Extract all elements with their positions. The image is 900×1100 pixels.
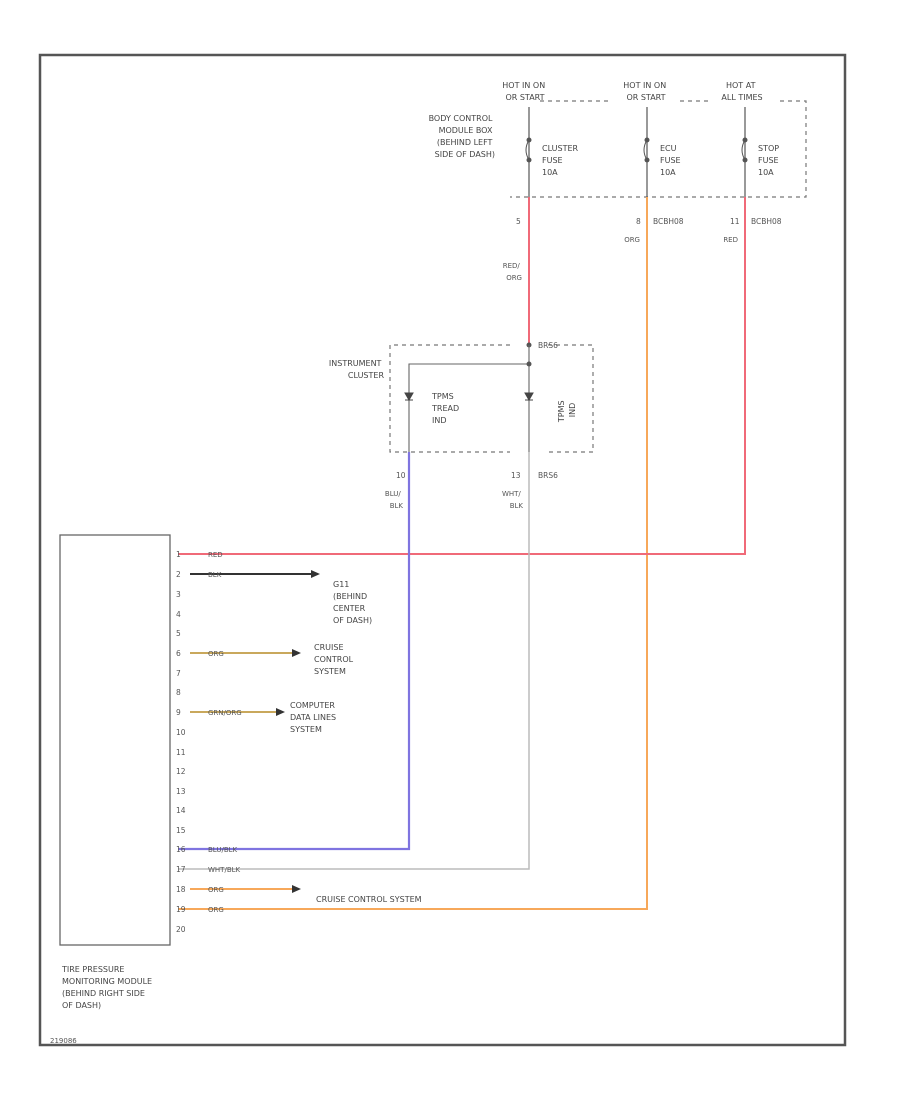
ground-g11-label: G11 (BEHIND CENTER OF DASH)	[333, 580, 372, 625]
fuse-ecu-label: ECU FUSE 10A	[660, 144, 683, 177]
fuse-cluster: CLUSTER FUSE 10A	[525, 107, 581, 197]
pin-ecu-connector: BCBH08	[653, 217, 684, 226]
module-pin-9: 9	[176, 708, 181, 717]
module-pin-4: 4	[176, 610, 181, 619]
pin-stop-connector: BCBH08	[751, 217, 782, 226]
module-pin-20: 20	[176, 925, 186, 934]
wire-label-blu-blk: BLU/ BLK	[385, 490, 403, 510]
hot-label-ecu: HOT IN ON OR START	[623, 81, 668, 102]
hot-label-stop: HOT AT ALL TIMES	[721, 81, 762, 102]
module-wire-label-p19: ORG	[208, 906, 224, 914]
cluster-pin-10: 10	[396, 471, 406, 480]
cruise-control-label-2: CRUISE CONTROL SYSTEM	[316, 895, 422, 904]
wire-label-red-org: RED/ ORG	[503, 262, 522, 282]
module-wire-label-p9: GRN/ORG	[208, 709, 242, 717]
cruise1-arrow-icon	[292, 649, 301, 657]
wire-org	[178, 197, 648, 910]
cluster-pin-13: 13	[511, 471, 521, 480]
fuse-stop: STOP FUSE 10A	[741, 107, 782, 197]
module-pins: 1 2 3 4 5 6 7 8 9 10 11 12 13 14 15 16 1…	[176, 550, 186, 934]
pin-stop: 11	[730, 217, 740, 226]
tread-indicator-led	[404, 392, 414, 402]
module-wire-label-p17: WHT/BLK	[208, 866, 241, 874]
wire-label-wht-blk: WHT/ BLK	[502, 490, 523, 510]
wire-label-org: ORG	[624, 236, 640, 244]
tpms-module: TIRE PRESSURE MONITORING MODULE (BEHIND …	[59, 534, 171, 1010]
wire-blu-blk	[178, 452, 411, 851]
pin-cluster: 5	[516, 217, 521, 226]
computer-arrow-icon	[276, 708, 285, 716]
fuse-cluster-label: CLUSTER FUSE 10A	[542, 144, 581, 177]
module-wire-label-p1: RED	[208, 551, 223, 559]
module-wire-label-p2: BLK	[208, 571, 222, 579]
module-wire-label-p16: BLU/BLK	[208, 846, 238, 854]
bcm-box-label: BODY CONTROL MODULE BOX (BEHIND LEFT SID…	[429, 114, 495, 159]
module-pin-5: 5	[176, 629, 181, 638]
ground-arrow-icon	[311, 570, 320, 578]
cruise-control-label-1: CRUISE CONTROL SYSTEM	[314, 643, 356, 676]
module-pin-19: 19	[176, 905, 186, 914]
module-pin-10: 10	[176, 728, 186, 737]
module-pin-12: 12	[176, 767, 186, 776]
instrument-cluster: INSTRUMENT CLUSTER BRS6 TPMS TREAD IND T…	[329, 341, 594, 480]
module-pin-11: 11	[176, 748, 186, 757]
module-wire-label-p18: ORG	[208, 886, 224, 894]
module-pin-13: 13	[176, 787, 186, 796]
cluster-connector-top: BRS6	[538, 341, 558, 350]
computer-data-lines-label: COMPUTER DATA LINES SYSTEM	[290, 701, 339, 734]
tpms-module-label: TIRE PRESSURE MONITORING MODULE (BEHIND …	[61, 965, 155, 1010]
module-pin-8: 8	[176, 688, 181, 697]
wire-label-red: RED	[723, 236, 738, 244]
module-pin-3: 3	[176, 590, 181, 599]
tread-indicator-label: TPMS TREAD IND	[431, 392, 462, 425]
module-wire-label-p6: ORG	[208, 650, 224, 658]
module-pin-1: 1	[176, 550, 181, 559]
module-pin-7: 7	[176, 669, 181, 678]
module-pin-15: 15	[176, 826, 186, 835]
pin-ecu: 8	[636, 217, 641, 226]
module-pin-14: 14	[176, 806, 186, 815]
tpms-indicator-led	[524, 392, 534, 402]
body-control-module-box: BODY CONTROL MODULE BOX (BEHIND LEFT SID…	[429, 100, 807, 198]
fuse-ecu: ECU FUSE 10A	[643, 107, 683, 197]
cruise2-arrow-icon	[292, 885, 301, 893]
fuse-stop-label: STOP FUSE 10A	[758, 144, 782, 177]
instrument-cluster-label: INSTRUMENT CLUSTER	[329, 359, 385, 380]
tpms-indicator-label: TPMS IND	[557, 398, 577, 423]
cluster-connector-bottom: BRS6	[538, 471, 558, 480]
module-pin-6: 6	[176, 649, 181, 658]
module-pin-17: 17	[176, 865, 186, 874]
diagram-frame	[38, 53, 847, 1047]
module-pin-18: 18	[176, 885, 186, 894]
module-pin-2: 2	[176, 570, 181, 579]
module-pin-16: 16	[176, 845, 186, 854]
figure-id: 219086	[50, 1037, 77, 1045]
hot-label-cluster: HOT IN ON OR START	[502, 81, 547, 102]
wire-red	[178, 197, 746, 555]
wire-wht-blk	[178, 452, 530, 870]
